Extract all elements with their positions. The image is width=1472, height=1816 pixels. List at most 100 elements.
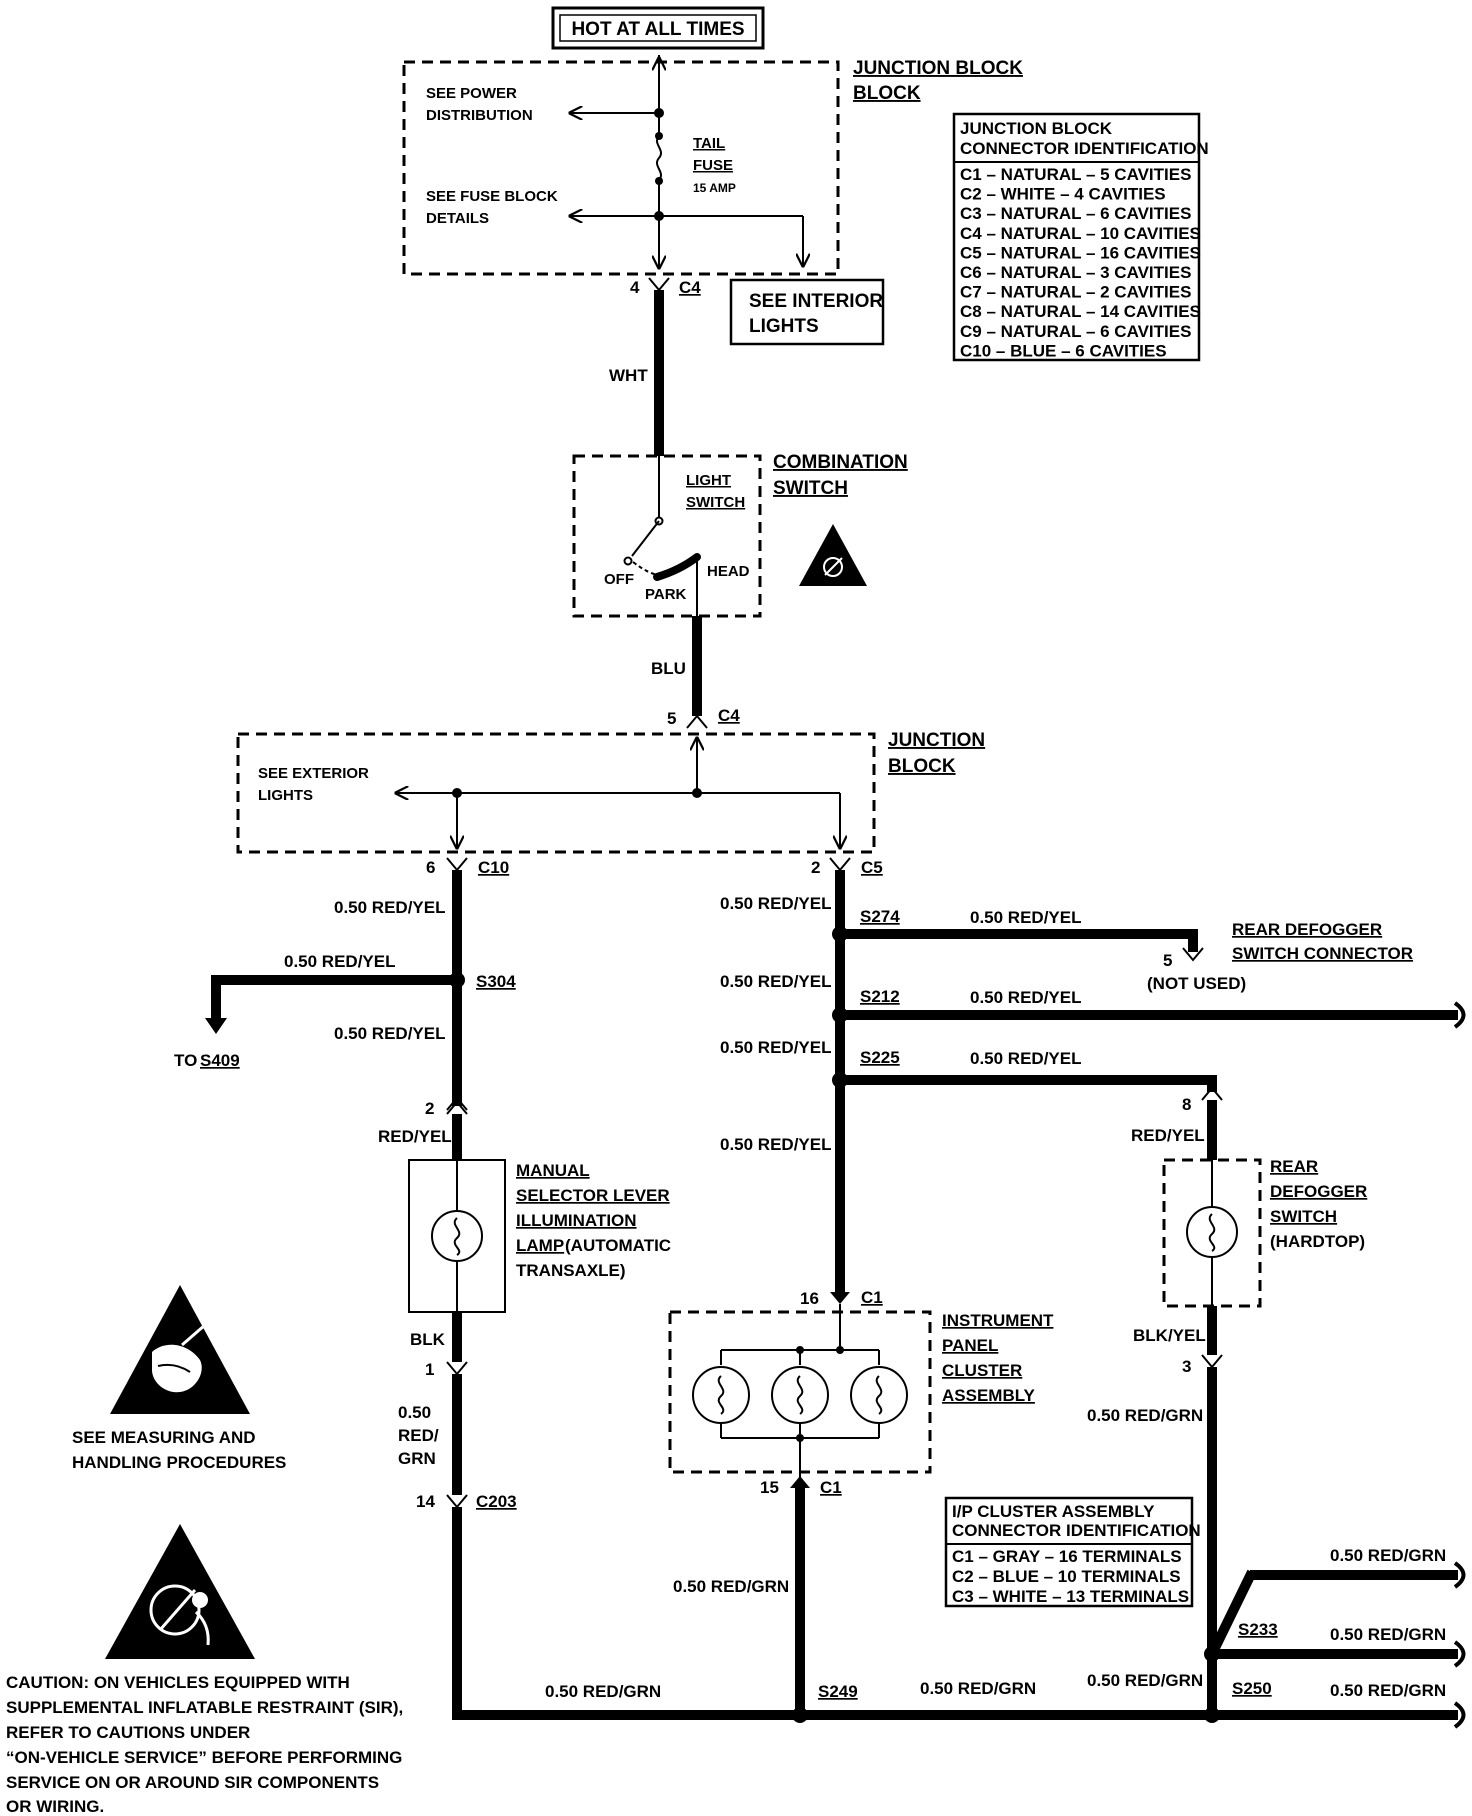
ip-table-title: I/P CLUSTER ASSEMBLY	[952, 1502, 1155, 1521]
wire-out-label-1: 0.50 RED/GRN	[1330, 1546, 1446, 1565]
combination-switch-box	[572, 454, 762, 618]
ip-cluster-label-4: ASSEMBLY	[942, 1386, 1036, 1405]
jb-connector-table	[952, 112, 1201, 362]
wire-defogger-top-label: RED/YEL	[1131, 1126, 1205, 1145]
wire-red-grn-split-2: RED/	[398, 1426, 439, 1445]
splice-s304: S304	[476, 972, 516, 991]
caution-line-3: REFER TO CAUTIONS UNDER	[6, 1723, 250, 1742]
see-exterior-label: SEE EXTERIOR	[258, 765, 369, 782]
defogger-switch-label-2: DEFOGGER	[1270, 1182, 1367, 1201]
splice-s274: S274	[860, 907, 900, 926]
cluster-bulb-3-icon	[850, 1366, 908, 1424]
jb-table-title-2: CONNECTOR IDENTIFICATION	[960, 139, 1209, 158]
ip-cluster-label-1: INSTRUMENT	[942, 1311, 1054, 1330]
tail-fuse-label-2: FUSE	[693, 157, 733, 174]
selector-label-extra-1: (AUTOMATIC	[565, 1236, 671, 1255]
jb_connector_table-row: C1 – NATURAL – 5 CAVITIES	[960, 165, 1191, 184]
see-fuse-block-label-2: DETAILS	[426, 210, 489, 227]
wire-c5-label-3: 0.50 RED/YEL	[720, 1038, 832, 1057]
c10-connector: C10	[478, 858, 509, 877]
wire-out-label-2: 0.50 RED/GRN	[1330, 1625, 1446, 1644]
ip-cluster-pin-bottom: 15	[760, 1478, 779, 1497]
rear-defogger-not-used: (NOT USED)	[1147, 974, 1246, 993]
combination-switch-label: COMBINATION	[773, 452, 908, 473]
splice-s249: S249	[818, 1682, 858, 1701]
wire-to-s409-label: 0.50 RED/YEL	[284, 952, 396, 971]
tail-fuse-icon	[656, 135, 662, 181]
caution-line-1: CAUTION: ON VEHICLES EQUIPPED WITH	[6, 1673, 350, 1692]
junction-block-mid-label-2: BLOCK	[888, 756, 956, 777]
junction-block-mid	[236, 732, 876, 854]
to-s409-splice: S409	[200, 1051, 240, 1070]
jb_connector_table-row: C5 – NATURAL – 16 CAVITIES	[960, 243, 1201, 262]
jb_connector_table-row: C3 – NATURAL – 6 CAVITIES	[960, 204, 1191, 223]
light-switch-label: LIGHT	[686, 472, 731, 489]
wire-s274-label: 0.50 RED/YEL	[970, 908, 1082, 927]
splice-s250: S250	[1232, 1679, 1272, 1698]
esd-warning-icon	[110, 1285, 250, 1414]
ip_connector_table-row: C2 – BLUE – 10 TERMINALS	[952, 1567, 1181, 1586]
c4-mid-pin: 5	[667, 709, 676, 728]
jb_connector_table-row: C2 – WHITE – 4 CAVITIES	[960, 185, 1166, 204]
sir-airbag-warning-icon	[105, 1524, 255, 1659]
wire-c5-label-1: 0.50 RED/YEL	[720, 894, 832, 913]
wire-defogger-bottom-label: 0.50 RED/GRN	[1087, 1406, 1203, 1425]
light-switch-blade	[631, 520, 660, 557]
wire-bus-label-1: 0.50 RED/GRN	[545, 1682, 661, 1701]
splice-s212: S212	[860, 987, 900, 1006]
jb_connector_table-row: C7 – NATURAL – 2 CAVITIES	[960, 283, 1191, 302]
measuring-note-1: SEE MEASURING AND	[72, 1428, 256, 1447]
wire-left-label-2: 0.50 RED/YEL	[334, 1024, 446, 1043]
cluster-bulb-2-icon	[771, 1366, 829, 1424]
selector-label-2: SELECTOR LEVER	[516, 1186, 670, 1205]
selector-label-1: MANUAL	[516, 1161, 590, 1180]
wire-left-label-1: 0.50 RED/YEL	[334, 898, 446, 917]
selector-pin-top: 2	[425, 1099, 434, 1118]
c203-pin: 14	[416, 1492, 435, 1511]
selector-label-extra-2: TRANSAXLE)	[516, 1261, 626, 1280]
wire-c5-label-2: 0.50 RED/YEL	[720, 972, 832, 991]
splice-s225: S225	[860, 1048, 900, 1067]
tail-fuse-label: TAIL	[693, 135, 725, 152]
measuring-note-2: HANDLING PROCEDURES	[72, 1453, 286, 1472]
rear-defogger-conn-label-2: SWITCH CONNECTOR	[1232, 944, 1413, 963]
wire-red-grn-split-3: GRN	[398, 1449, 436, 1468]
wire-blk-yel-label: BLK/YEL	[1133, 1326, 1206, 1345]
see-interior-lights-box	[729, 278, 885, 346]
c4-mid-connector: C4	[718, 706, 740, 725]
ip-cluster-conn-bottom: C1	[820, 1478, 842, 1497]
defogger-switch-label-3: SWITCH	[1270, 1207, 1337, 1226]
fuse-rating: 15 AMP	[693, 181, 736, 195]
jb_connector_table-row: C8 – NATURAL – 14 CAVITIES	[960, 302, 1201, 321]
ip-table-title-2: CONNECTOR IDENTIFICATION	[952, 1521, 1201, 1540]
rear-defogger-conn-pin: 5	[1163, 951, 1172, 970]
jb_connector_table-row: C6 – NATURAL – 3 CAVITIES	[960, 263, 1191, 282]
ip-connector-table	[944, 1496, 1194, 1608]
wire-bus-label-2: 0.50 RED/GRN	[920, 1679, 1036, 1698]
see-power-label-2: DISTRIBUTION	[426, 107, 533, 124]
wire-red-grn-split-1: 0.50	[398, 1403, 431, 1422]
selector-label-4: LAMP	[516, 1236, 564, 1255]
caution-line-4: “ON-VEHICLE SERVICE” BEFORE PERFORMING	[6, 1748, 402, 1767]
c5-pin: 2	[811, 858, 820, 877]
ip-cluster-conn-top: C1	[861, 1288, 883, 1307]
wire-blu-label: BLU	[651, 659, 686, 678]
c4-top-pin: 4	[630, 278, 640, 297]
ip-cluster-label-2: PANEL	[942, 1336, 998, 1355]
combination-switch-label-2: SWITCH	[773, 478, 848, 499]
see-interior-label: SEE INTERIOR	[749, 291, 883, 312]
caution-line-5: SERVICE ON OR AROUND SIR COMPONENTS	[6, 1773, 379, 1792]
defogger-lamp-icon	[1186, 1206, 1238, 1258]
wire-bus-label-3: 0.50 RED/GRN	[1087, 1671, 1203, 1690]
switch-head-label: HEAD	[707, 563, 750, 580]
ip_connector_table-row: C3 – WHITE – 13 TERMINALS	[952, 1587, 1189, 1606]
wire-selector-top-label: RED/YEL	[378, 1127, 452, 1146]
defogger-pin-bottom: 3	[1182, 1357, 1191, 1376]
ip-cluster-label-3: CLUSTER	[942, 1361, 1022, 1380]
wire-c5-label-4: 0.50 RED/YEL	[720, 1135, 832, 1154]
jb_connector_table-row: C4 – NATURAL – 10 CAVITIES	[960, 224, 1201, 243]
c203-connector: C203	[476, 1492, 517, 1511]
